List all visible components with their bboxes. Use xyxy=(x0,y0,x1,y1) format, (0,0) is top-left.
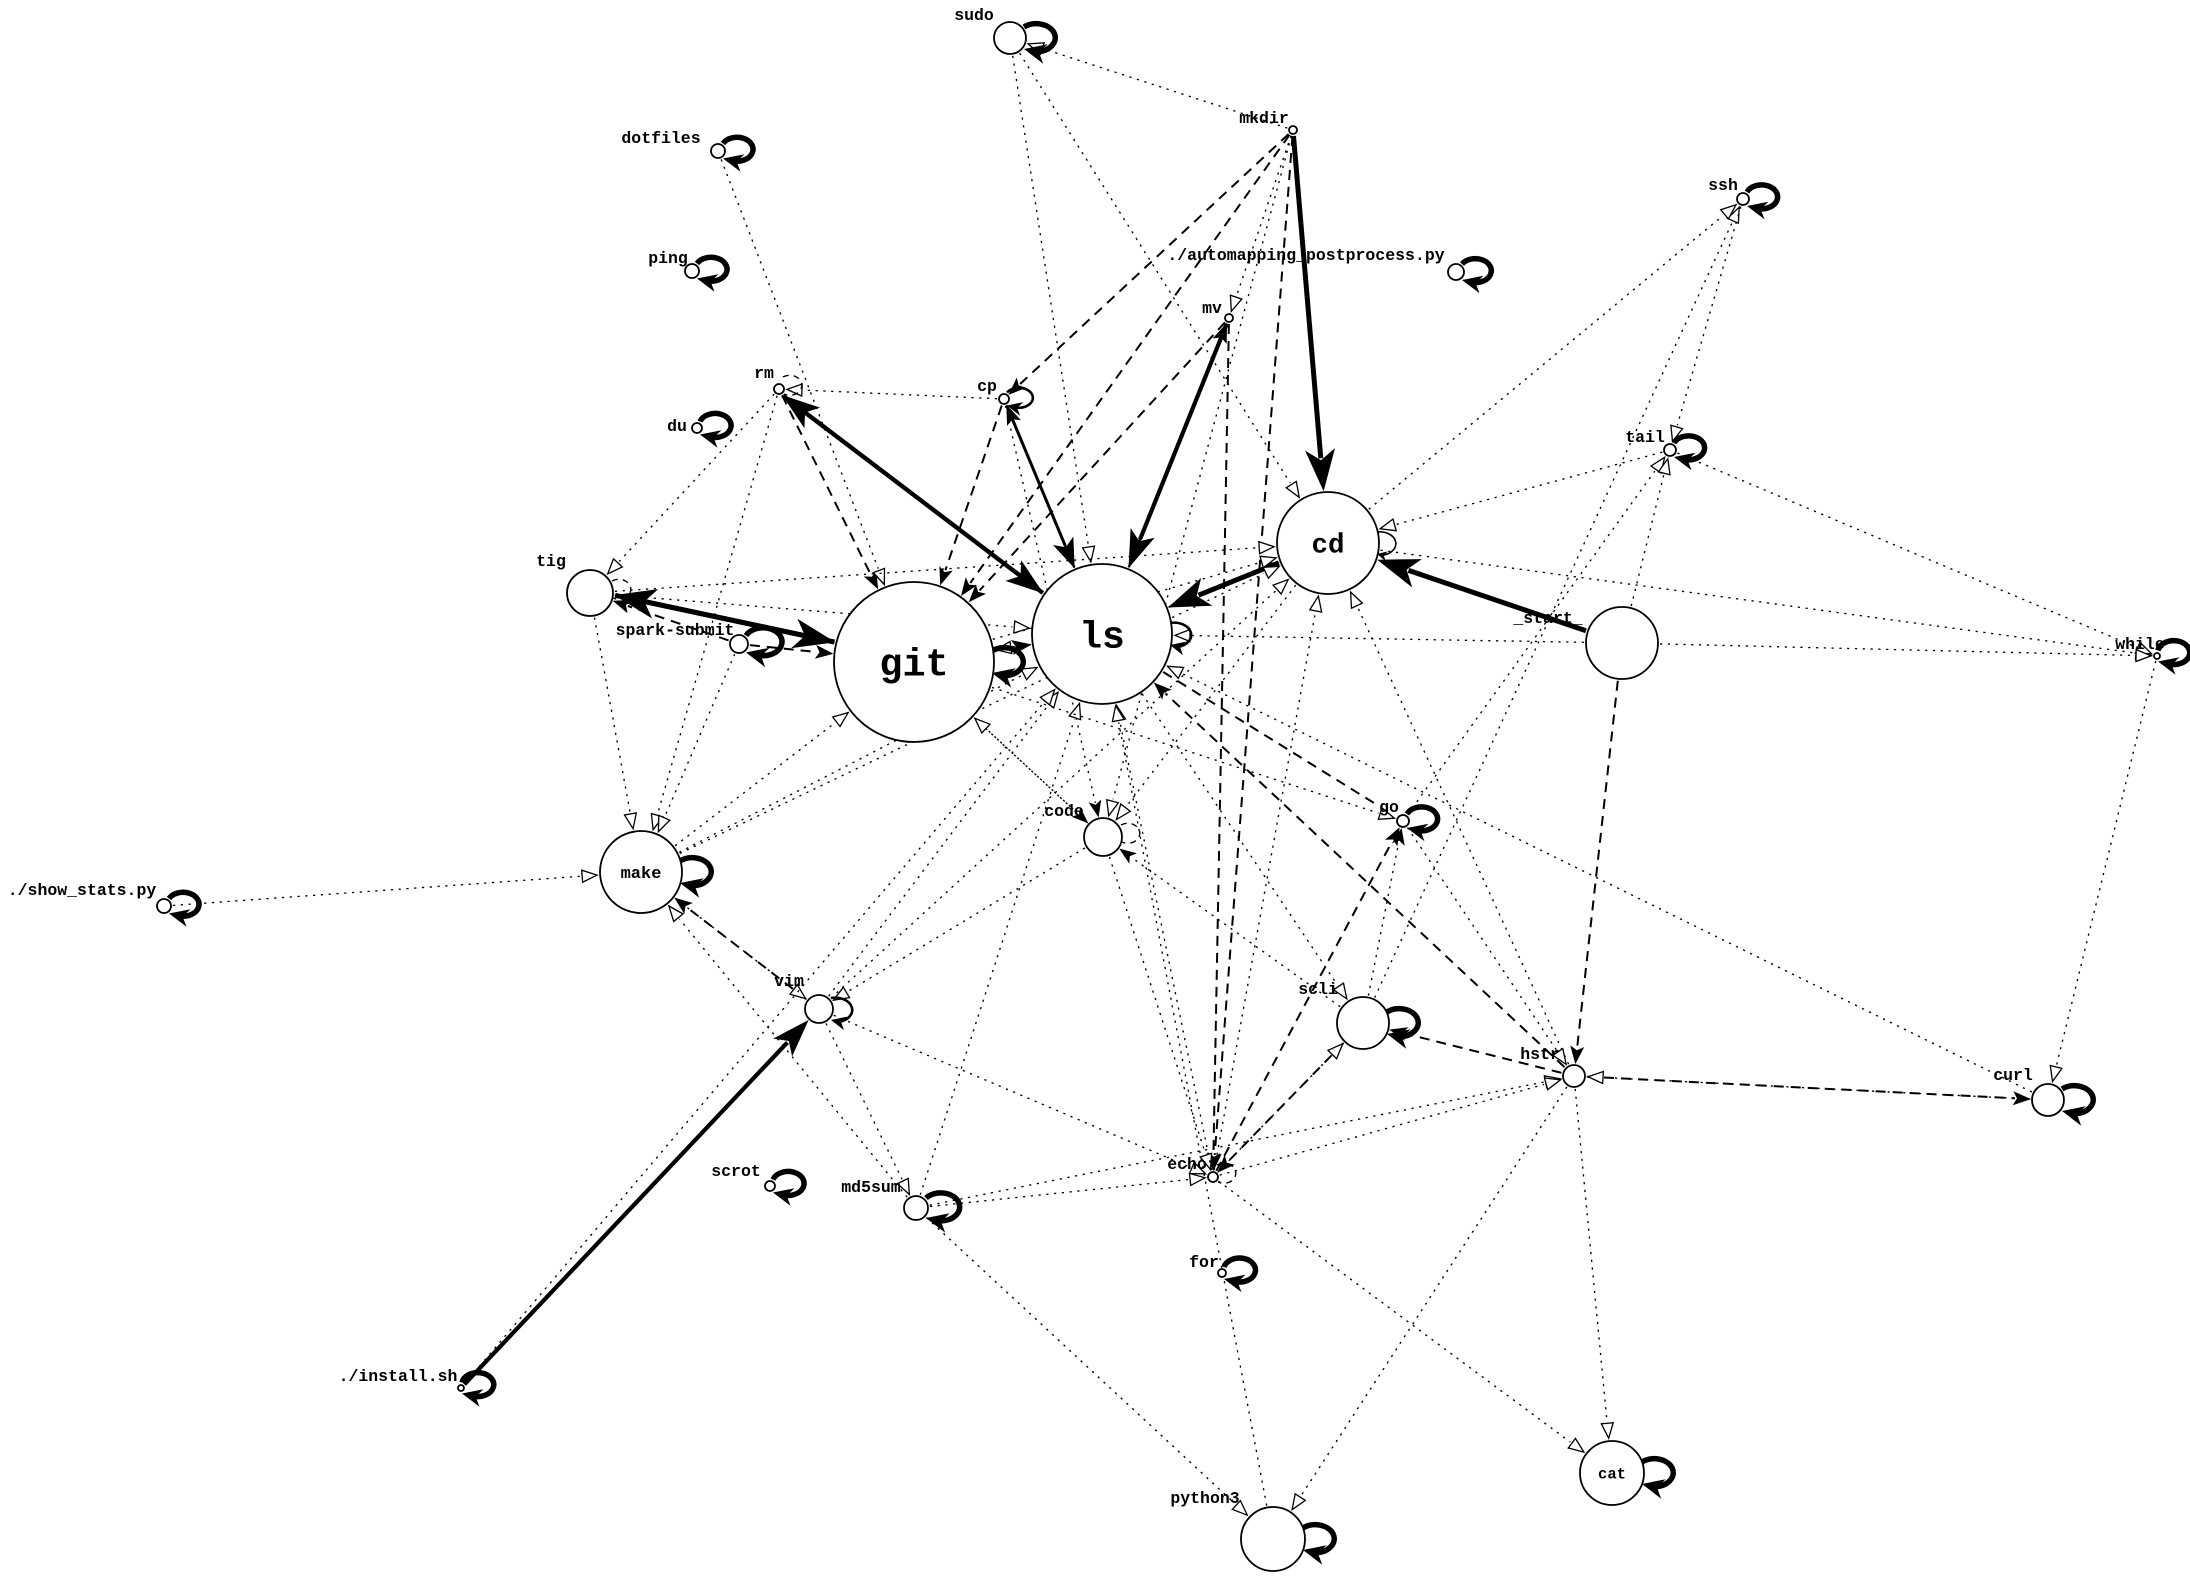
svg-text:sudo: sudo xyxy=(954,6,994,25)
svg-text:python3: python3 xyxy=(1170,1489,1239,1508)
svg-text:ping: ping xyxy=(648,249,688,268)
svg-text:tail: tail xyxy=(1625,428,1665,447)
svg-text:while: while xyxy=(2115,635,2165,654)
svg-text:make: make xyxy=(621,865,662,884)
svg-text:scrot: scrot xyxy=(711,1162,761,1181)
svg-text:vim: vim xyxy=(774,972,804,991)
svg-text:git: git xyxy=(879,644,948,688)
svg-text:mv: mv xyxy=(1202,299,1222,318)
svg-text:go: go xyxy=(1379,798,1399,817)
svg-text:cd: cd xyxy=(1311,531,1344,562)
svg-text:cp: cp xyxy=(977,377,997,396)
svg-text:md5sum: md5sum xyxy=(841,1178,901,1197)
svg-text:code: code xyxy=(1044,802,1084,821)
svg-text:scli: scli xyxy=(1298,980,1338,999)
svg-text:cat: cat xyxy=(1598,1465,1626,1483)
svg-text:tig: tig xyxy=(536,552,566,571)
svg-text:spark-submit: spark-submit xyxy=(616,621,735,640)
svg-text:ssh: ssh xyxy=(1708,176,1738,195)
svg-text:echo: echo xyxy=(1167,1155,1207,1174)
svg-text:ls: ls xyxy=(1079,616,1125,659)
svg-text:./install.sh: ./install.sh xyxy=(339,1367,458,1386)
svg-text:./automapping_postprocess.py: ./automapping_postprocess.py xyxy=(1167,246,1444,265)
svg-text:dotfiles: dotfiles xyxy=(621,129,700,148)
svg-text:for: for xyxy=(1189,1253,1219,1272)
svg-text:hstr: hstr xyxy=(1520,1045,1560,1064)
svg-text:_start_: _start_ xyxy=(1512,609,1582,628)
svg-text:curl: curl xyxy=(1993,1066,2033,1085)
svg-text:du: du xyxy=(667,417,687,436)
svg-text:mkdir: mkdir xyxy=(1239,109,1289,128)
svg-text:./show_stats.py: ./show_stats.py xyxy=(8,881,157,900)
svg-text:rm: rm xyxy=(754,364,774,383)
